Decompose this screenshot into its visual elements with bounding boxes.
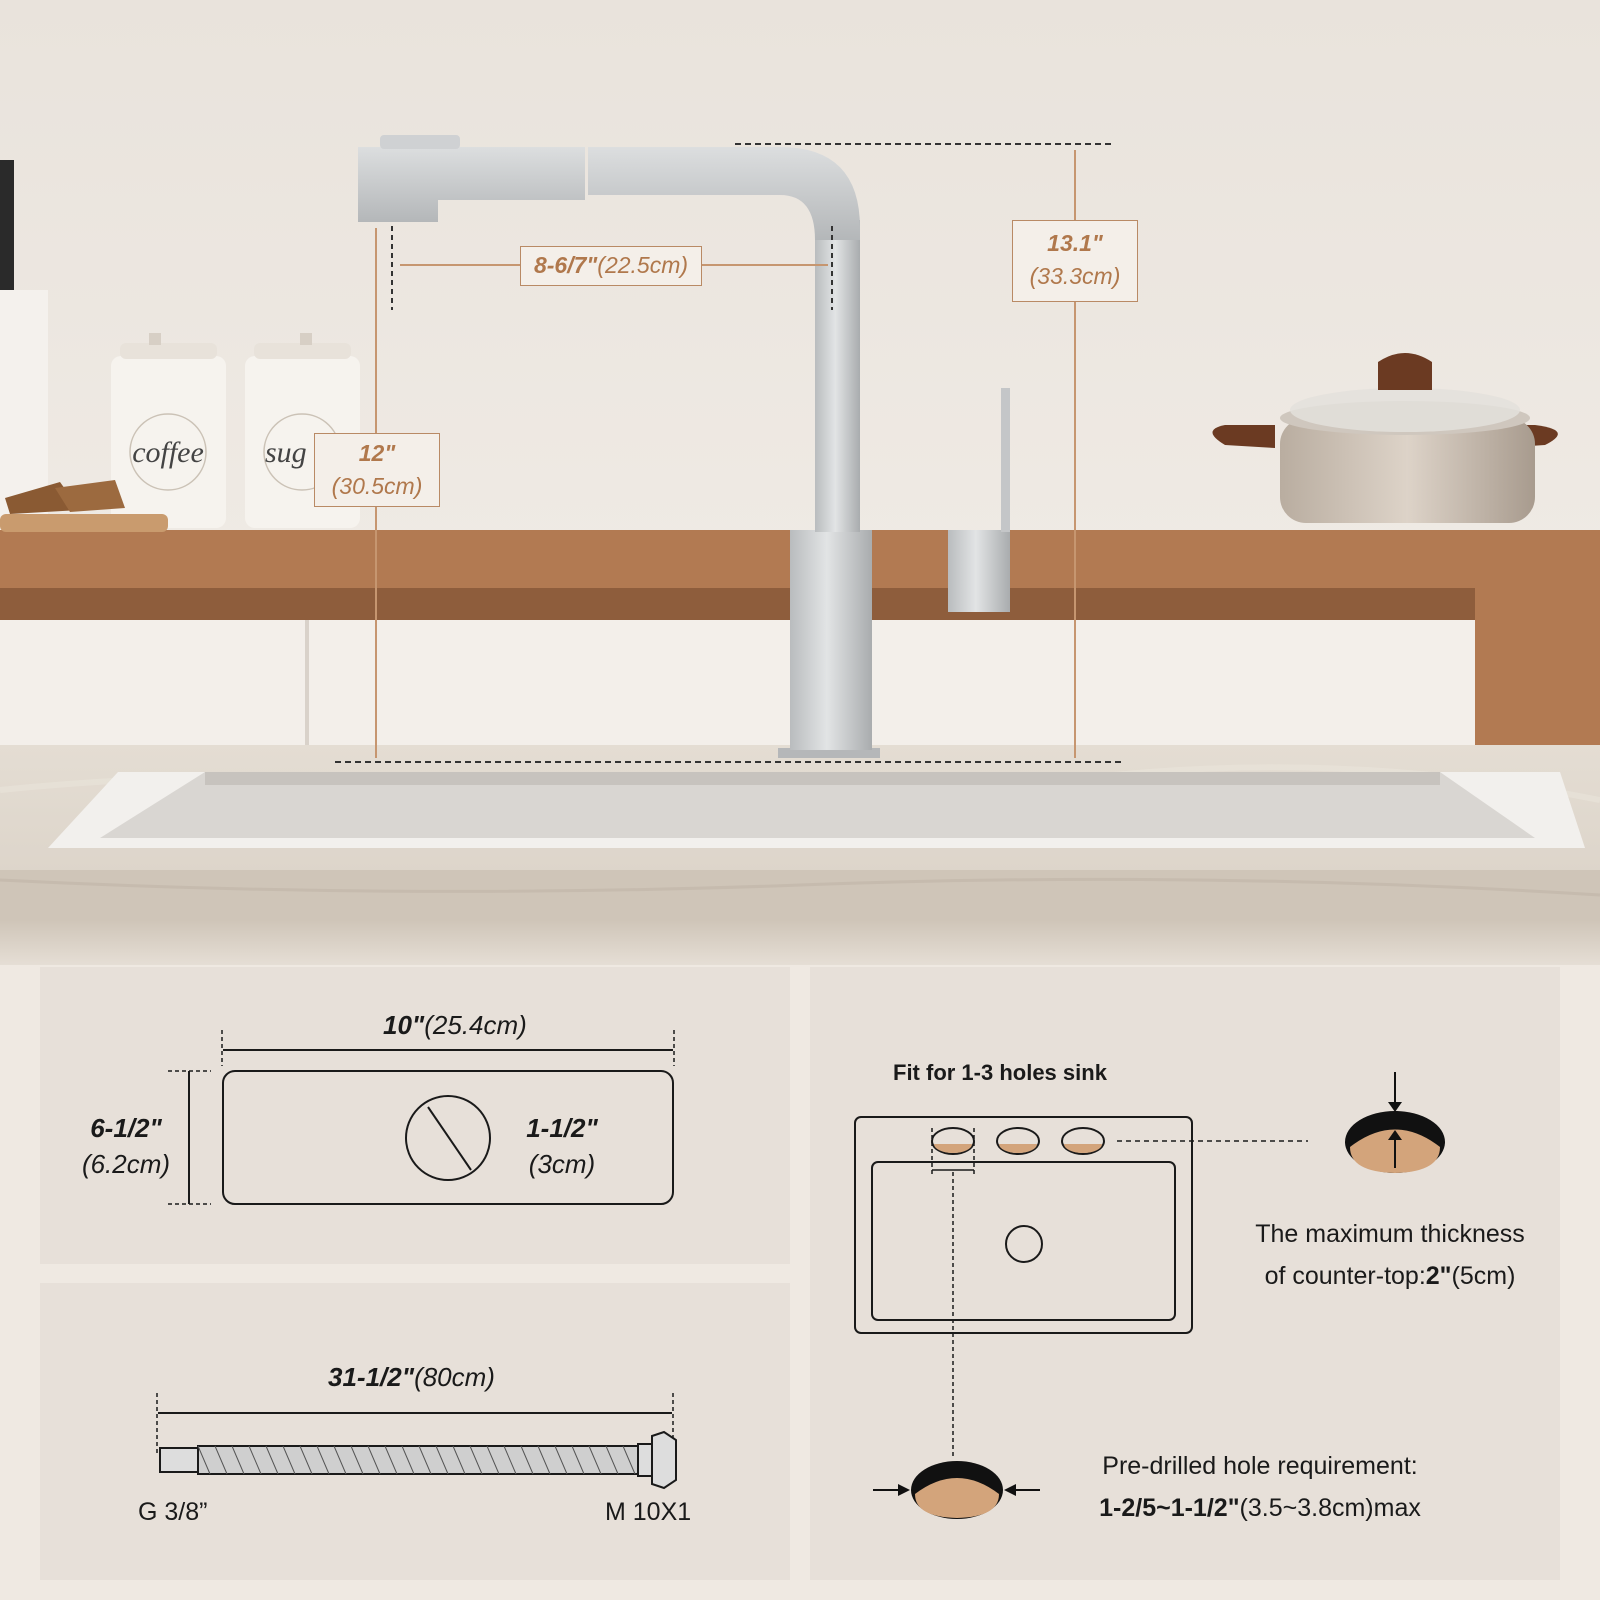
countertop-thickness-text: The maximum thickness of counter-top:2"(… (1220, 1213, 1560, 1297)
plate-width-label: 10"(25.4cm) (383, 1010, 527, 1041)
countertop-thickness-icon (1345, 1072, 1445, 1173)
thickness-line2: of counter-top: (1264, 1262, 1426, 1290)
total-height-inch: 13.1" (1047, 230, 1103, 256)
plate-width-inch: 10" (383, 1010, 425, 1040)
thickness-value: 2" (1425, 1262, 1452, 1290)
thickness-line1: The maximum thickness (1255, 1220, 1525, 1248)
hose-length-cm: (80cm) (414, 1362, 495, 1392)
hose-length-label: 31-1/2"(80cm) (328, 1362, 495, 1393)
hose-left-thread: G 3/8” (138, 1498, 208, 1526)
cooking-pot (1212, 353, 1558, 523)
coffee-canister-label: coffee (132, 436, 204, 469)
spout-length-tag: 8-6/7"(22.5cm) (520, 246, 702, 286)
spout-height-tag: 12" (30.5cm) (314, 433, 440, 507)
hose-panel (40, 1283, 790, 1580)
hole-diameter-icon (873, 1461, 1040, 1519)
plate-hole-label: 1-1/2" (3cm) (512, 1110, 612, 1182)
base-plate-drawing (168, 1030, 675, 1205)
hole-req-cm: (3.5~3.8cm)max (1239, 1494, 1421, 1522)
plate-hole-cm: (3cm) (528, 1149, 596, 1179)
faucet (358, 135, 1010, 758)
base-plate-panel (40, 967, 790, 1264)
cabinet-front (0, 620, 1475, 745)
hole-req-line1: Pre-drilled hole requirement: (1102, 1452, 1418, 1480)
hose-drawing (156, 1393, 677, 1490)
sink-fit-title: Fit for 1-3 holes sink (893, 1060, 1107, 1085)
spout-height-inch: 12" (358, 440, 396, 466)
sugar-canister-label: sug (265, 436, 307, 469)
hole-req-value: 1-2/5~1-1/2" (1099, 1494, 1240, 1522)
plate-width-cm: (25.4cm) (424, 1010, 527, 1040)
bread-board (0, 480, 168, 532)
spout-length-inch: 8-6/7" (533, 252, 598, 278)
total-height-tag: 13.1" (33.3cm) (1012, 220, 1138, 302)
hose-right-thread: M 10X1 (605, 1498, 692, 1526)
hole-requirement-text: Pre-drilled hole requirement: 1-2/5~1-1/… (1060, 1445, 1460, 1529)
plate-hole-inch: 1-1/2" (526, 1113, 598, 1143)
spout-length-cm: (22.5cm) (597, 252, 689, 278)
plate-depth-cm: (6.2cm) (81, 1149, 171, 1179)
sink-basin (48, 772, 1585, 848)
sink-top-view (854, 1116, 1308, 1458)
total-height-cm: (33.3cm) (1029, 263, 1121, 289)
hose-length-inch: 31-1/2" (328, 1362, 415, 1392)
thickness-cm: (5cm) (1451, 1262, 1516, 1290)
plate-depth-inch: 6-1/2" (90, 1113, 162, 1143)
coffee-canister (111, 333, 226, 528)
plate-depth-label: 6-1/2" (6.2cm) (72, 1110, 180, 1182)
spout-height-cm: (30.5cm) (331, 473, 423, 499)
